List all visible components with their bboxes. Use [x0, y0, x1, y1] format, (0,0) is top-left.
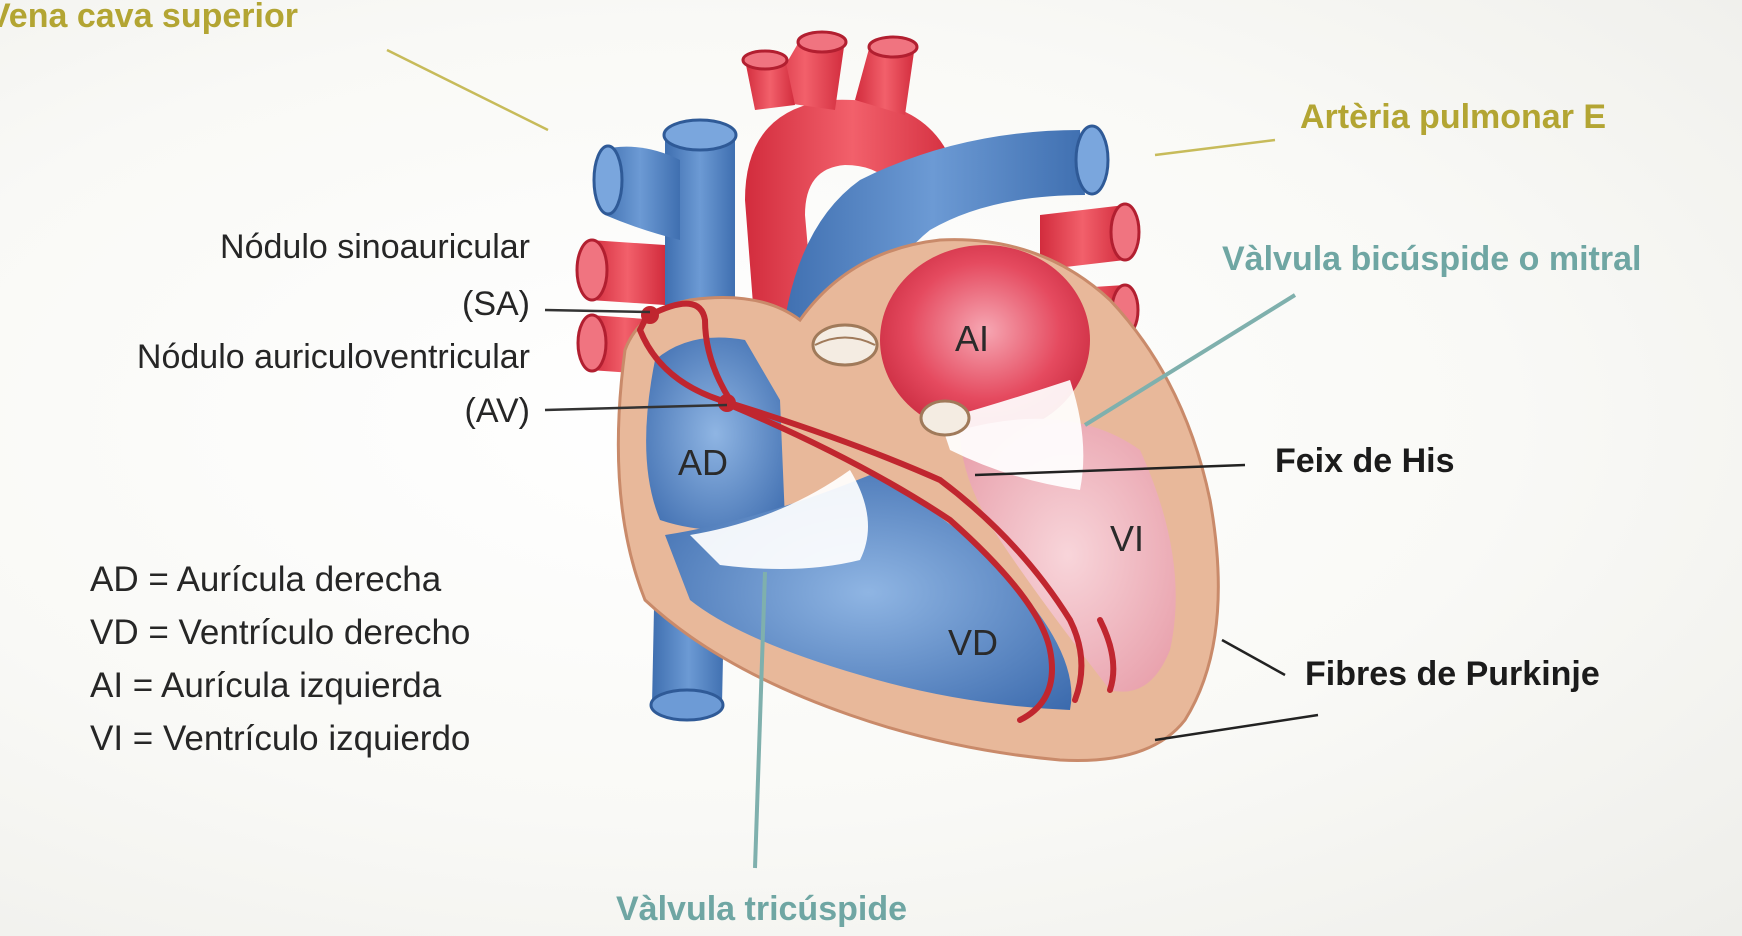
label-nodulo-sa-line2: (SA): [462, 285, 530, 324]
leader-arteria-pulmonar: [1155, 140, 1275, 155]
leader-vena-cava: [387, 50, 548, 130]
label-feix-de-his: Feix de His: [1275, 442, 1455, 481]
legend-item: VI = Ventrículo izquierdo: [90, 719, 470, 759]
av-node-marker: [718, 394, 736, 412]
label-fibres-purkinje: Fibres de Purkinje: [1305, 655, 1600, 694]
label-valvula-mitral: Vàlvula bicúspide o mitral: [1222, 240, 1641, 279]
legend-item: AD = Aurícula derecha: [90, 560, 441, 600]
leader-nodulo-sa: [545, 310, 650, 312]
label-nodulo-sa-line1: Nódulo sinoauricular: [220, 228, 530, 267]
chamber-label-ad: AD: [678, 442, 728, 484]
label-nodulo-av-line1: Nódulo auriculoventricular: [137, 338, 530, 377]
chamber-label-vd: VD: [948, 622, 998, 664]
label-valvula-tricuspide: Vàlvula tricúspide: [616, 890, 907, 929]
chamber-label-ai: AI: [955, 318, 989, 360]
chamber-label-vi: VI: [1110, 518, 1144, 560]
legend-item: VD = Ventrículo derecho: [90, 613, 470, 653]
sa-node-marker: [641, 306, 659, 324]
leader-purkinje-1: [1222, 640, 1285, 675]
legend-item: AI = Aurícula izquierda: [90, 666, 441, 706]
label-vena-cava-superior: Vena cava superior: [0, 0, 298, 36]
label-nodulo-av-line2: (AV): [465, 392, 530, 431]
label-arteria-pulmonar: Artèria pulmonar E: [1300, 98, 1606, 137]
